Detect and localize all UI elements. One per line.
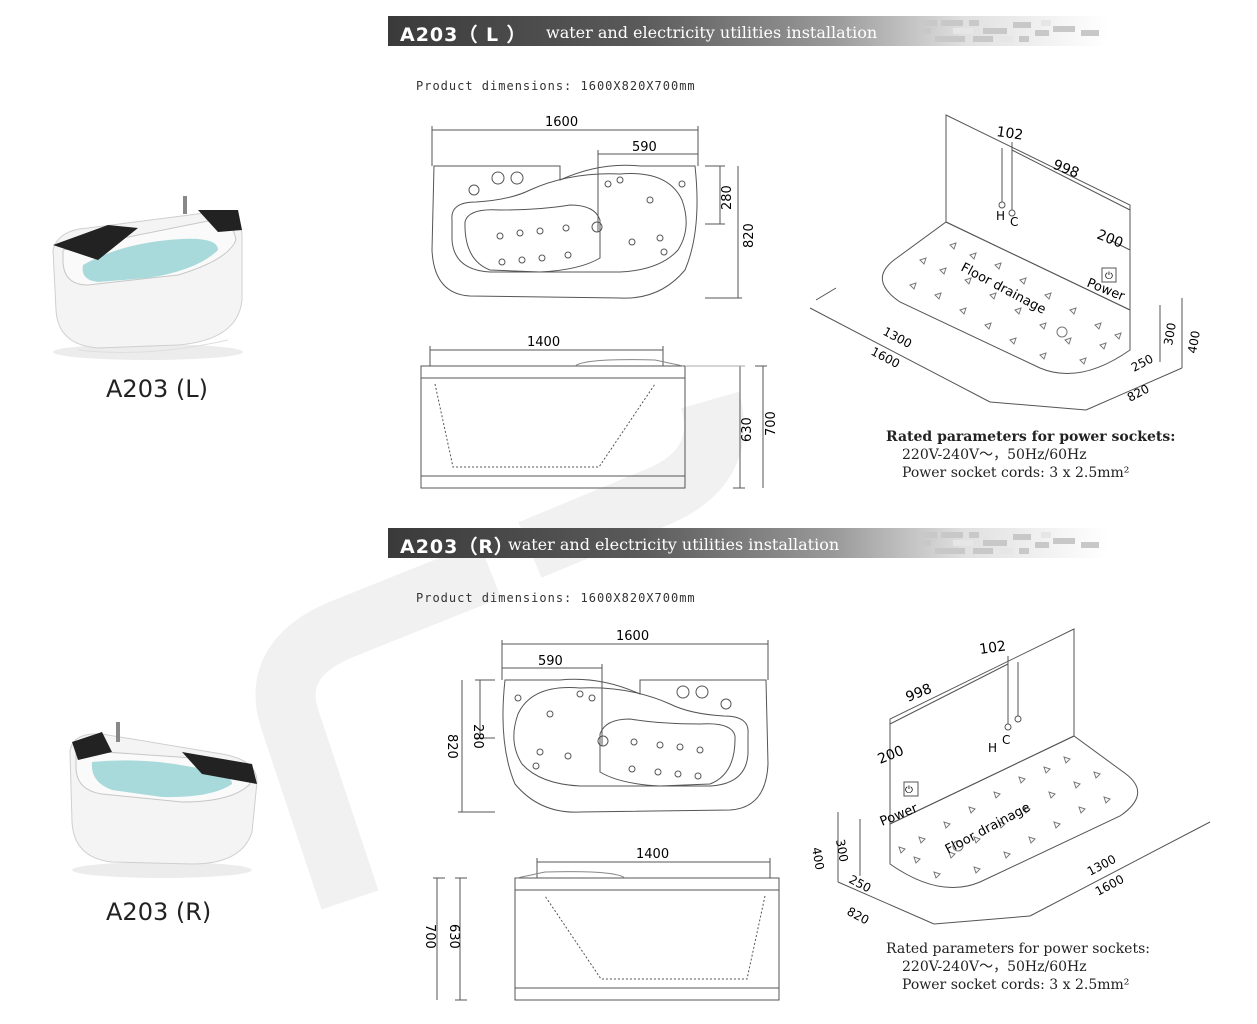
top-view-drawing: 1600 590 280 820 xyxy=(444,629,769,813)
dim-1600: 1600 xyxy=(1093,872,1127,899)
cold-label: C xyxy=(1010,215,1018,229)
dim-length-back: 998 xyxy=(904,681,935,706)
dim-pipe-offset: 102 xyxy=(995,124,1024,144)
dim-820: 820 xyxy=(1125,382,1152,405)
banner-pattern xyxy=(923,532,1099,554)
cold-label: C xyxy=(1002,733,1010,747)
spec-cords: Power socket cords: 3 x 2.5mm² xyxy=(902,977,1130,993)
dim-inner: 590 xyxy=(538,654,563,669)
model-caption: A203 (L) xyxy=(106,375,208,403)
power-spec: Rated parameters for power sockets: 220V… xyxy=(886,940,1150,994)
section-banner: A203（R） water and electricity utilities … xyxy=(388,528,1108,558)
bathtub-photo xyxy=(69,722,258,878)
floor-drainage-label: Floor drainage xyxy=(943,800,1033,857)
dim-overall: 1600 xyxy=(545,115,578,130)
dim-depth-small: 280 xyxy=(470,724,485,749)
dim-height-inner: 630 xyxy=(740,417,755,442)
spec-cords: Power socket cords: 3 x 2.5mm² xyxy=(902,465,1130,481)
section-banner: A203（ L ） water and electricity utilitie… xyxy=(388,16,1108,46)
top-view-drawing: 1600 590 280 820 xyxy=(431,115,757,299)
product-dimensions: Product dimensions: 1600X820X700mm xyxy=(416,591,696,605)
product-dimensions: Product dimensions: 1600X820X700mm xyxy=(416,79,696,93)
bathtub-photo xyxy=(52,196,243,360)
dim-820: 820 xyxy=(845,904,872,927)
dim-250: 250 xyxy=(1129,352,1156,375)
dim-depth: 820 xyxy=(742,223,757,248)
section-right-model: A203（R） water and electricity utilities … xyxy=(0,512,1257,1024)
dim-inner: 590 xyxy=(632,140,657,155)
side-view-drawing: 1400 630 700 xyxy=(422,847,780,1001)
dim-300: 300 xyxy=(1161,322,1179,347)
power-socket-icon: ⏻ xyxy=(1105,271,1113,282)
dim-depth-small: 280 xyxy=(720,185,735,210)
dim-height: 700 xyxy=(422,924,437,949)
dim-pipe-offset: 102 xyxy=(978,638,1007,658)
power-socket-icon: ⏻ xyxy=(905,785,913,796)
spec-heading: Rated parameters for power sockets: xyxy=(886,429,1176,445)
dim-1600: 1600 xyxy=(869,344,903,371)
dim-length-back: 998 xyxy=(1051,157,1082,182)
banner-pattern xyxy=(923,20,1099,42)
hot-label: H xyxy=(988,741,997,755)
dim-depth: 820 xyxy=(444,734,459,759)
hot-label: H xyxy=(996,209,1005,223)
dim-power-offset: 200 xyxy=(876,743,907,768)
installation-drawing: 102 998 200 H C ⏻ Power Floor drainage 1… xyxy=(809,114,1203,411)
dim-height-inner: 630 xyxy=(446,924,461,949)
section-left-model: A203（ L ） water and electricity utilitie… xyxy=(52,16,1203,489)
banner-title: water and electricity utilities installa… xyxy=(508,535,840,554)
installation-drawing: 102 998 200 H C ⏻ Power Floor drainage 1… xyxy=(809,628,1211,927)
dim-power-offset: 200 xyxy=(1095,227,1126,252)
banner-title: water and electricity utilities installa… xyxy=(546,23,878,42)
power-label: Power xyxy=(878,801,921,830)
model-label: A203（ L ） xyxy=(400,24,527,46)
dim-overall: 1600 xyxy=(616,629,649,644)
dim-400: 400 xyxy=(1185,330,1203,355)
spec-voltage: 220V-240V～，50Hz/60Hz xyxy=(902,447,1087,463)
power-spec: Rated parameters for power sockets: 220V… xyxy=(886,428,1175,482)
model-label: A203（R） xyxy=(400,536,514,558)
dim-length: 1400 xyxy=(636,847,669,862)
dim-300: 300 xyxy=(833,838,851,863)
dim-height: 700 xyxy=(764,411,779,436)
model-caption: A203 (R) xyxy=(106,898,212,926)
spec-voltage: 220V-240V～，50Hz/60Hz xyxy=(902,959,1087,975)
dim-length: 1400 xyxy=(527,335,560,350)
side-view-drawing: 1400 630 700 xyxy=(420,335,779,489)
spec-heading: Rated parameters for power sockets: xyxy=(886,941,1150,957)
floor-drainage-label: Floor drainage xyxy=(958,260,1048,317)
dim-400: 400 xyxy=(809,846,827,871)
